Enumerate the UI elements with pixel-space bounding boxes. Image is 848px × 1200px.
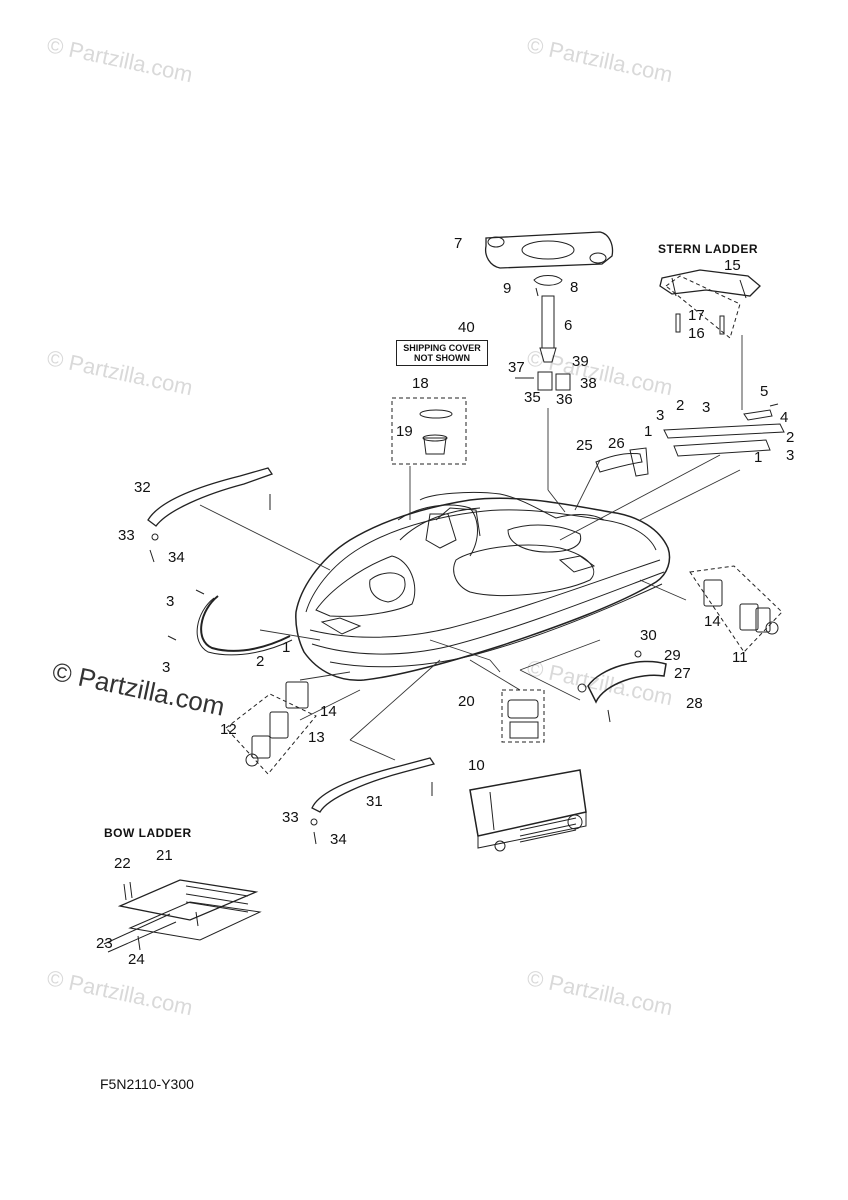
boat-hull	[295, 491, 671, 681]
callout-22: 22	[114, 855, 131, 872]
part-2-rail	[167, 589, 293, 656]
part-10-cooler	[469, 769, 587, 852]
callout-38: 38	[580, 375, 597, 392]
diagram-code: F5N2110-Y300	[100, 1076, 194, 1092]
callout-25: 25	[576, 437, 593, 454]
callout-33: 33	[118, 527, 135, 544]
callout-7: 7	[454, 235, 463, 252]
stern-ladder-assembly	[659, 269, 761, 335]
part-20-drain-assembly	[507, 699, 539, 739]
callout-5: 5	[760, 383, 769, 400]
callout-2: 2	[676, 397, 685, 414]
callout-19: 19	[396, 423, 413, 440]
callout-24: 24	[128, 951, 145, 968]
part-18-19-cupholder	[419, 409, 453, 455]
stern-ladder-heading: STERN LADDER	[658, 242, 759, 256]
stern-bracket-rails	[663, 403, 785, 457]
callout-26: 26	[608, 435, 625, 452]
callout-11: 11	[732, 649, 748, 666]
bow-ladder-assembly	[103, 879, 262, 953]
callout-39: 39	[572, 353, 589, 370]
part-8-plate	[533, 275, 563, 286]
part-34-bolt	[313, 831, 317, 845]
part-35-36-brackets	[515, 371, 571, 391]
callout-18: 18	[412, 375, 429, 392]
part-28-screw	[607, 709, 611, 723]
cleat-assembly-left	[245, 681, 309, 767]
bow-ladder-heading: BOW LADDER	[104, 826, 192, 840]
callout-15: 15	[724, 257, 741, 274]
part-7-bolster	[484, 231, 614, 269]
callout-8: 8	[570, 279, 579, 296]
callout-32: 32	[134, 479, 151, 496]
callout-14: 14	[704, 613, 721, 630]
shipping-note-line: SHIPPING COVER	[403, 343, 481, 353]
callout-13: 13	[308, 729, 325, 746]
callout-33: 33	[282, 809, 299, 826]
callout-boxes	[225, 275, 783, 775]
callout-1: 1	[754, 449, 763, 466]
leader-lines	[199, 335, 743, 761]
cleat-assembly-right	[703, 579, 779, 635]
callout-23: 23	[96, 935, 113, 952]
callout-31: 31	[366, 793, 383, 810]
callout-3: 3	[702, 399, 711, 416]
part-9-screw	[535, 287, 539, 297]
part-34-bolt	[149, 549, 155, 563]
callout-10: 10	[468, 757, 485, 774]
callout-12: 12	[220, 721, 237, 738]
shipping-cover-note: SHIPPING COVER NOT SHOWN	[396, 340, 488, 366]
callout-6: 6	[564, 317, 573, 334]
callout-21: 21	[156, 847, 173, 864]
callout-16: 16	[688, 325, 705, 342]
callout-37: 37	[508, 359, 525, 376]
callout-28: 28	[686, 695, 703, 712]
callout-36: 36	[556, 391, 573, 408]
callout-40: 40	[458, 319, 475, 336]
callout-1: 1	[282, 639, 291, 656]
callout-2: 2	[786, 429, 795, 446]
callout-9: 9	[503, 280, 512, 297]
callout-2: 2	[256, 653, 265, 670]
callout-3: 3	[656, 407, 665, 424]
callout-30: 30	[640, 627, 657, 644]
callout-35: 35	[524, 389, 541, 406]
part-33-washer	[151, 533, 159, 541]
part-32-rail	[147, 467, 274, 527]
callout-29: 29	[664, 647, 681, 664]
callout-20: 20	[458, 693, 475, 710]
callout-17: 17	[688, 307, 705, 324]
part-30-cap	[634, 650, 642, 658]
part-25-bracket	[595, 453, 643, 473]
part-27-handle	[587, 660, 667, 704]
shipping-note-line: NOT SHOWN	[414, 353, 470, 363]
part-26-bracket	[629, 447, 649, 477]
callout-34: 34	[330, 831, 347, 848]
callout-27: 27	[674, 665, 691, 682]
part-6-post	[539, 295, 557, 363]
callout-34: 34	[168, 549, 185, 566]
callout-1: 1	[644, 423, 653, 440]
callout-4: 4	[780, 409, 789, 426]
callout-3: 3	[162, 659, 171, 676]
callout-14: 14	[320, 703, 337, 720]
part-33-washer	[310, 818, 318, 826]
part-29-spacer	[577, 683, 587, 693]
callout-3: 3	[786, 447, 795, 464]
callout-3: 3	[166, 593, 175, 610]
part-31-rail	[311, 757, 436, 813]
